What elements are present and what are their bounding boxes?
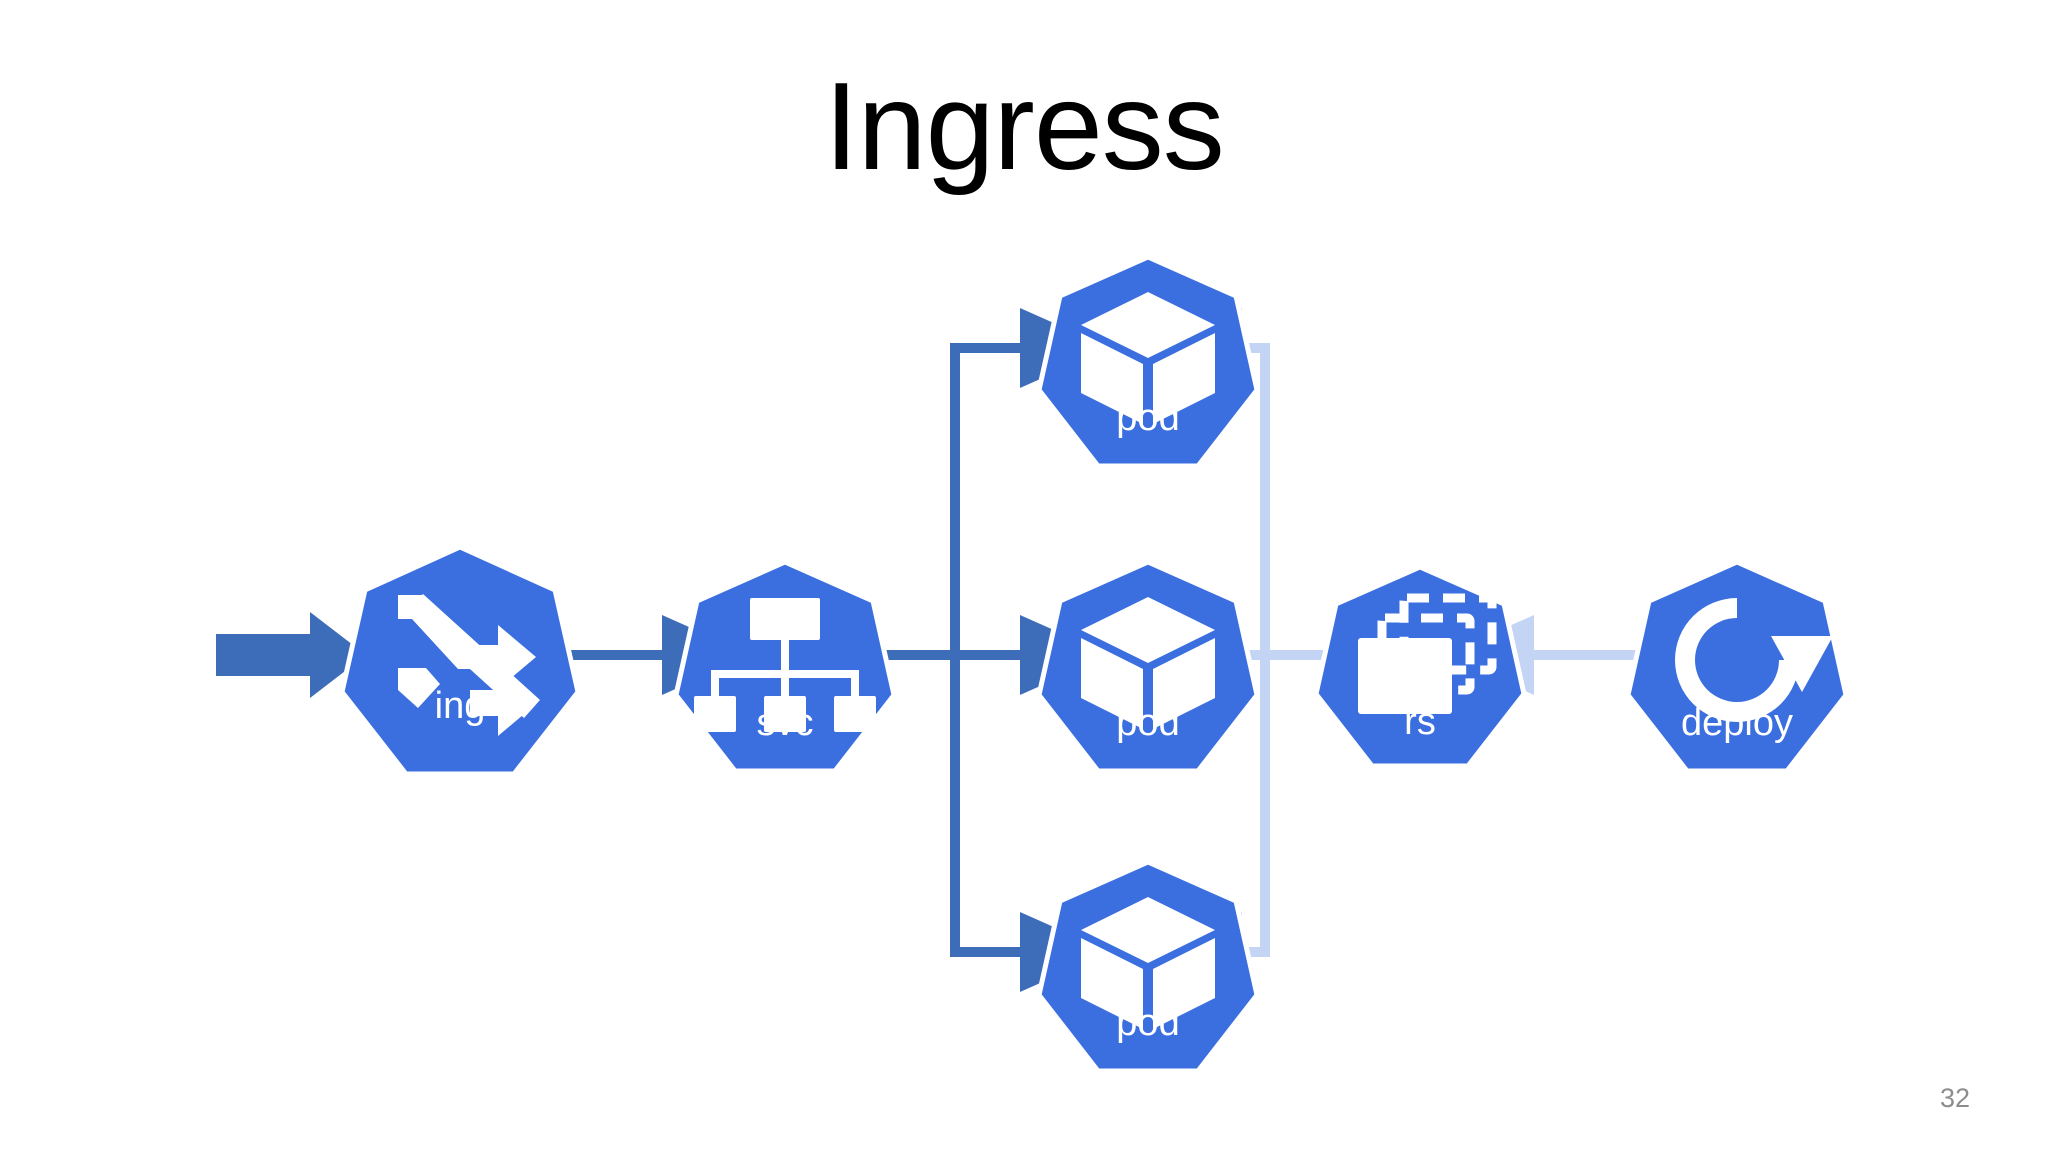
heptagon-shape (1036, 254, 1260, 469)
heptagon-shape (1036, 859, 1260, 1074)
page-title: Ingress (824, 58, 1225, 196)
edge-external-to-ing (216, 612, 366, 698)
stacked-layers-icon (1358, 593, 1497, 714)
shuffle-arrows-icon (398, 594, 540, 736)
node-pod-2[interactable]: pod (1036, 559, 1260, 774)
cube-icon (1081, 292, 1215, 424)
node-ing[interactable]: ing (339, 544, 581, 777)
hierarchy-icon (694, 598, 876, 732)
heptagon-shape (1625, 559, 1849, 774)
node-label-rs: rs (1404, 701, 1436, 743)
page-number: 32 (1939, 1083, 1970, 1113)
node-label-pod-3: pod (1116, 1002, 1179, 1044)
circular-refresh-icon (1675, 598, 1833, 722)
node-label-ing: ing (435, 685, 486, 727)
node-label-svc: svc (757, 702, 814, 744)
cube-icon (1081, 597, 1215, 729)
cube-icon (1081, 897, 1215, 1029)
node-pod-1[interactable]: pod (1036, 254, 1260, 469)
node-label-pod-2: pod (1116, 702, 1179, 744)
node-rs[interactable]: rs (1313, 564, 1527, 769)
node-label-deploy: deploy (1681, 702, 1793, 744)
node-deploy[interactable]: deploy (1625, 559, 1849, 774)
edge-svc-to-pods (870, 308, 1110, 992)
node-pod-3[interactable]: pod (1036, 859, 1260, 1074)
heptagon-shape (1036, 559, 1260, 774)
node-label-pod-1: pod (1116, 397, 1179, 439)
node-svc[interactable]: svc (673, 559, 897, 774)
